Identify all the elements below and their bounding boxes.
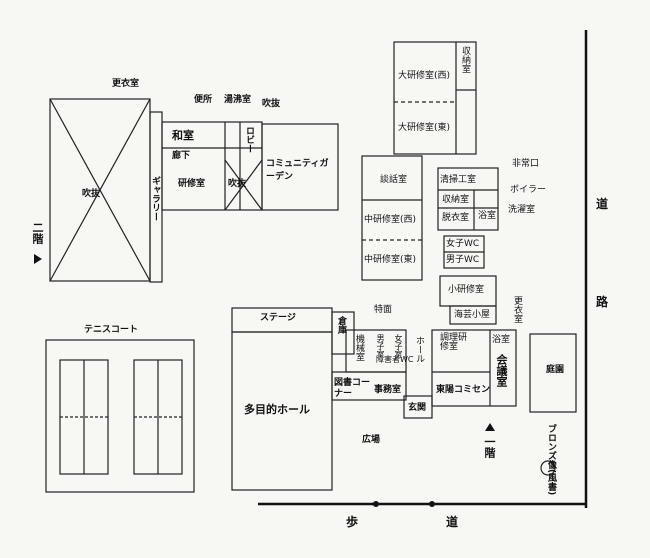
mid-wing-block <box>361 155 423 281</box>
tea-house-label: 海芸小屋 <box>454 310 491 320</box>
plaza-label: 広場 <box>362 435 381 445</box>
atrium-cross-b <box>49 98 151 282</box>
higashi-commissionary-label: 東陽コミセン <box>436 385 491 395</box>
warehouse-label: 倉庫 <box>336 316 346 334</box>
tennis-area <box>45 339 195 493</box>
cleaning-room-label: 清掃工室 <box>440 175 477 185</box>
boiler-label: ボイラー <box>510 185 547 195</box>
garden-label: 庭園 <box>546 365 565 375</box>
service-block <box>437 167 499 231</box>
second-floor-arrow-icon <box>34 254 42 264</box>
atrium-top-label: 吹抜 <box>262 99 281 109</box>
path-label-b: 道 <box>446 515 459 529</box>
training-room-label: 研修室 <box>178 179 206 189</box>
disabled-wc-label: 障害者WC <box>376 355 414 364</box>
mens-room-label: 男子室 <box>376 334 385 358</box>
equipment-room-label: 機械室 <box>354 334 364 361</box>
mid-training-east-label: 中研修室(東) <box>364 255 417 265</box>
community-garden-block <box>261 123 339 211</box>
stage-label: ステージ <box>260 313 296 323</box>
garden-block <box>529 333 577 413</box>
first-floor-label: 一階 <box>483 436 496 458</box>
second-floor-label: 二階 <box>31 222 44 244</box>
bath-right-label: 浴室 <box>492 335 511 345</box>
north-wing-block <box>393 41 477 155</box>
womens-room-label: 女子室 <box>394 334 403 358</box>
lobby-label: ロビー <box>244 126 254 153</box>
first-floor-arrow-icon <box>485 423 495 431</box>
bronze-statue-marker <box>540 460 556 476</box>
gallery-label: ギャラリー <box>150 176 160 221</box>
large-training-west-label: 大研修室(西) <box>398 71 451 81</box>
japanese-room-label: 和室 <box>172 129 194 142</box>
tea-house-block <box>449 305 497 325</box>
bronze-statue-label: ブロンズ像(風書) <box>546 424 556 496</box>
entrance-block <box>403 395 433 419</box>
emergency-exit-label: 非常口 <box>512 159 540 169</box>
cooking-room-label: 調理研修室 <box>440 333 468 352</box>
mid-training-west-label: 中研修室(西) <box>364 215 417 225</box>
warehouse-block <box>331 311 355 355</box>
multipurpose-hall-block <box>231 331 333 491</box>
bath-mid-label: 浴室 <box>478 211 497 221</box>
lower-block <box>331 371 407 401</box>
toilet-label: 便所 <box>194 95 213 105</box>
womens-wc-label: 女子WC <box>446 239 480 249</box>
road-label-a: 道 <box>596 197 609 211</box>
laundry-label: 洗濯室 <box>508 205 536 215</box>
conversation-room-label: 談話室 <box>380 175 408 185</box>
multipurpose-hall-label: 多目的ホール <box>244 403 310 416</box>
meeting-room-label: 会議室 <box>495 354 508 387</box>
changing-room-mid-label: 脱衣室 <box>442 213 470 223</box>
changing-room-top-label: 更衣室 <box>112 79 140 89</box>
office-label: 事務室 <box>374 385 402 395</box>
special-room-label: 特面 <box>374 305 393 315</box>
road-label-b: 路 <box>596 295 609 309</box>
small-training-label: 小研修室 <box>448 285 485 295</box>
hall-label: ホール <box>414 336 424 363</box>
path-label-a: 歩 <box>346 515 359 529</box>
entrance-label: 玄関 <box>408 403 427 413</box>
community-garden-label: コミュニティガーデン <box>266 159 329 182</box>
hot-water-room-label: 湯沸室 <box>224 95 252 105</box>
atrium-middle-label: 吹抜 <box>228 179 247 189</box>
storage-mid-label: 収納室 <box>442 195 470 205</box>
storage-top-label: 収納室 <box>460 46 470 73</box>
large-training-east-label: 大研修室(東) <box>398 123 451 133</box>
right-lower-block <box>431 329 517 407</box>
mens-wc-label: 男子WC <box>446 255 480 265</box>
library-corner-label: 図書コーナー <box>334 378 371 399</box>
tennis-court-label: テニスコート <box>84 325 139 335</box>
atrium-large-label: 吹抜 <box>82 189 101 199</box>
changing-room-right-label: 更衣室 <box>512 296 522 323</box>
corridor-label: 廊下 <box>172 151 191 161</box>
